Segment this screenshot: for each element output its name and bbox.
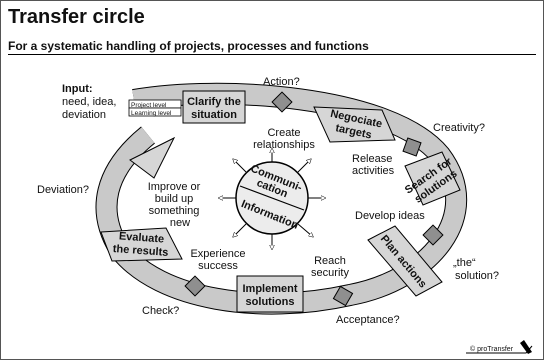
svg-text:situation: situation [191, 109, 237, 121]
label-action: Action? [263, 76, 300, 88]
level-box: Project level Learning level [128, 99, 182, 117]
gate-creativity [402, 137, 422, 157]
step-clarify: Clarify the situation [182, 90, 246, 124]
gate-solution [422, 224, 444, 246]
gate-check [184, 275, 206, 297]
svg-text:Implement: Implement [242, 283, 297, 295]
label-release: Release [352, 153, 392, 165]
copyright: © proTransfer [466, 340, 533, 354]
learning-level-label: Learning level [131, 110, 172, 117]
input-heading: Input: [62, 83, 93, 95]
step-evaluate: Evaluate the results [100, 227, 183, 262]
svg-text:something: something [149, 205, 200, 217]
label-create: Create [267, 127, 300, 139]
ring-arrowhead [129, 136, 176, 179]
svg-text:Clarify the: Clarify the [187, 96, 241, 108]
svg-text:solutions: solutions [246, 296, 295, 308]
svg-text:activities: activities [352, 165, 395, 177]
label-experience: Experience [190, 248, 245, 260]
gate-acceptance [332, 285, 354, 307]
svg-text:© proTransfer: © proTransfer [470, 345, 514, 353]
label-the-solution-2: solution? [455, 270, 499, 282]
svg-text:the results: the results [112, 243, 168, 259]
input-line1: need, idea, [62, 96, 116, 108]
page-subtitle: For a systematic handling of projects, p… [8, 39, 369, 53]
svg-text:success: success [198, 260, 238, 272]
label-reach: Reach [314, 255, 346, 267]
page-title: Transfer circle [8, 6, 145, 28]
step-search: Search for solutions [403, 151, 461, 206]
svg-text:relationships: relationships [253, 139, 315, 151]
label-improve: Improve or [148, 181, 201, 193]
svg-text:new: new [170, 217, 190, 229]
step-implement: Implement solutions [236, 275, 304, 313]
svg-text:Evaluate: Evaluate [118, 230, 164, 245]
label-acceptance: Acceptance? [336, 314, 400, 326]
gate-action [271, 91, 293, 113]
title-rule [8, 54, 536, 55]
label-creativity: Creativity? [433, 122, 485, 134]
step-negotiate: Negociate targets [313, 106, 396, 143]
svg-text:security: security [311, 267, 349, 279]
label-check: Check? [142, 305, 179, 317]
label-develop: Develop ideas [355, 210, 425, 222]
hub: Communi- cation Information [220, 150, 324, 248]
svg-text:build up: build up [155, 193, 194, 205]
label-deviation: Deviation? [37, 184, 89, 196]
label-the-solution-1: „the“ [453, 257, 476, 269]
project-level-label: Project level [131, 102, 167, 109]
input-line2: deviation [62, 109, 106, 121]
